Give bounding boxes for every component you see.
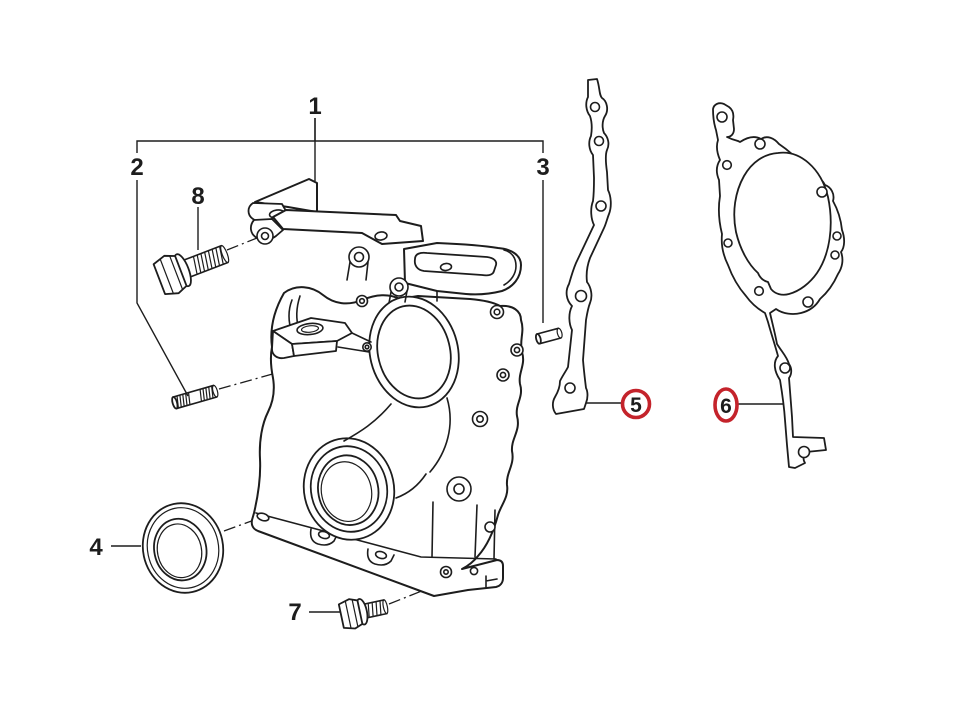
top-bracket <box>247 178 522 304</box>
boss-a-inner <box>353 251 365 263</box>
edge-boss-4-inner <box>475 414 484 423</box>
bolt-7-drawing <box>337 598 389 630</box>
callout-5-red-circle <box>620 388 652 420</box>
stud-2-drawing <box>171 384 219 410</box>
stud2-target-hole-inner <box>364 344 370 350</box>
bracket-pad-cap-line <box>503 249 517 286</box>
bracket-bar-hole <box>374 231 388 241</box>
callout-6-highlighted[interactable]: 6 <box>713 387 739 423</box>
flange-tab-2-hole <box>374 550 388 560</box>
flange-top-edge <box>255 512 497 560</box>
flange-tab-2 <box>366 548 395 566</box>
callout-8[interactable]: 8 <box>191 183 204 210</box>
callouts: 1 2 3 8 4 7 5 6 <box>89 93 739 626</box>
flange-hole-left <box>256 512 270 522</box>
cavity-curves <box>343 397 451 499</box>
axis-bolt8 <box>226 237 258 251</box>
boss-a-cyl <box>346 261 369 281</box>
edge-boss-3-inner <box>499 371 507 379</box>
body-hole-a-inner <box>358 297 366 305</box>
seal-4-drawing <box>141 502 225 594</box>
boss-b-cyl <box>388 290 408 304</box>
callout-3[interactable]: 3 <box>536 154 549 181</box>
callout-5: 5 <box>630 394 642 417</box>
gasket-6-drawing <box>712 102 846 469</box>
bolt-8-drawing <box>152 244 230 296</box>
callout-2[interactable]: 2 <box>130 154 143 181</box>
right-foot-hole-inner <box>442 568 449 575</box>
callout-leader-lines <box>111 118 784 613</box>
lower-right-boss-inner <box>453 483 465 495</box>
bracket-bolt8-hole-inner <box>260 231 270 241</box>
lower-edge-hole <box>484 521 496 533</box>
flange-tab-1 <box>309 528 338 546</box>
left-boss-block <box>271 317 372 360</box>
lower-bore <box>302 437 396 541</box>
timing-cover-drawing <box>247 178 525 597</box>
callout-5-highlighted[interactable]: 5 <box>620 388 652 420</box>
bracket-bar <box>272 209 424 245</box>
leader-2 <box>136 180 189 397</box>
callout-6-red-circle <box>713 387 739 423</box>
bracket-pad-recess <box>413 251 498 277</box>
bracket-pad-hole <box>439 262 453 272</box>
boss-b-inner <box>394 282 404 292</box>
edge-boss-1-inner <box>493 308 501 316</box>
flange-tab-1-hole <box>317 530 331 540</box>
callout-4[interactable]: 4 <box>89 534 103 561</box>
pin-3-drawing <box>534 327 563 345</box>
callout-6: 6 <box>720 395 732 418</box>
edge-boss-2-inner <box>513 346 521 354</box>
bracket-line-1-2-3 <box>136 118 544 153</box>
right-foot-outline <box>431 501 498 588</box>
gasket-5-drawing <box>551 78 612 415</box>
callout-1[interactable]: 1 <box>308 93 321 120</box>
upper-bore <box>368 295 460 409</box>
bolt7-target-hole <box>469 566 479 576</box>
callout-7[interactable]: 7 <box>288 599 301 626</box>
